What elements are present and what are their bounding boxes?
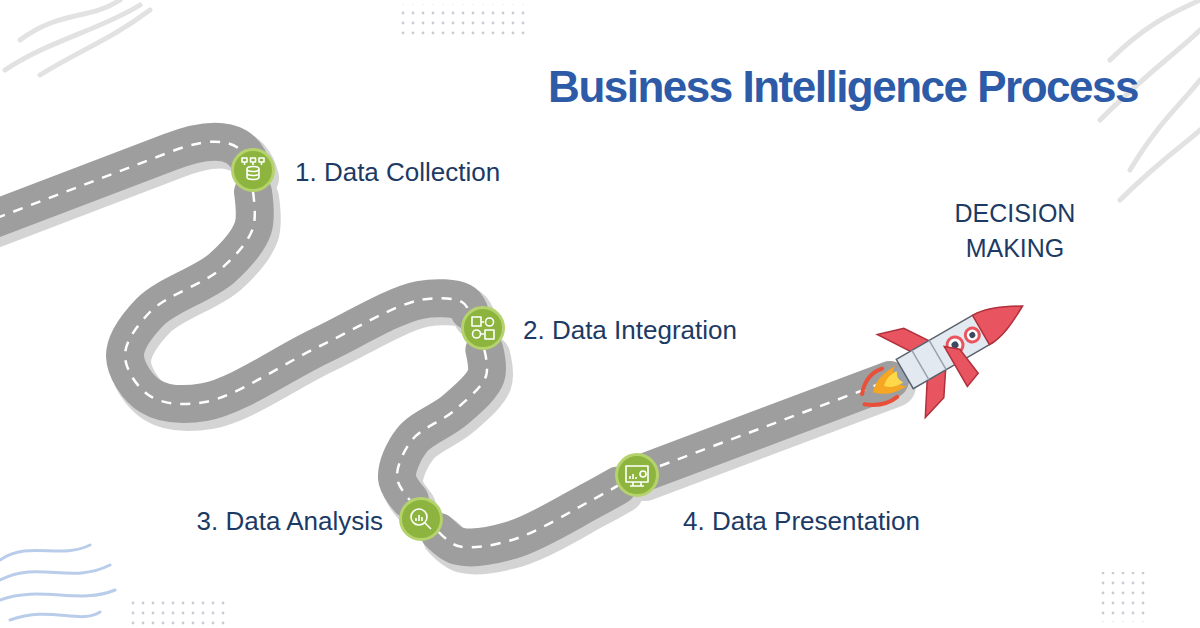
road-connector — [439, 486, 618, 548]
step-icon — [615, 453, 659, 497]
rocket-flame-lick — [853, 368, 898, 413]
icon-glyph — [472, 317, 494, 339]
step-label: 3. Data Analysis — [194, 506, 386, 537]
rocket-seam — [912, 340, 946, 379]
rocket-fin — [944, 339, 981, 387]
rocket-window-glass — [968, 331, 976, 339]
road-dash — [439, 486, 618, 548]
road-dash — [0, 142, 253, 232]
dot-grid — [400, 4, 525, 36]
road-dash — [660, 380, 890, 466]
dot-grid — [1095, 572, 1145, 622]
road-surface — [0, 142, 253, 232]
scribble-stroke — [5, 0, 150, 75]
step-circle: 2. Data Integration — [461, 306, 505, 350]
edge-layer — [125, 192, 623, 553]
step-circle: 1. Data Collection — [231, 148, 275, 192]
icon-glyph — [242, 158, 264, 180]
road-surface — [640, 380, 890, 474]
road-connector — [397, 350, 487, 500]
step-label: 1. Data Collection — [292, 157, 503, 188]
road-dash — [125, 192, 469, 404]
rocket-window — [963, 325, 982, 344]
road-connector — [125, 192, 469, 404]
road-edge-group — [397, 350, 492, 506]
road-edge-group — [439, 486, 623, 554]
step-icon — [399, 497, 443, 541]
dot-grid — [125, 596, 225, 626]
goal-label: DECISION MAKING — [935, 196, 1095, 266]
step-icon — [461, 306, 505, 350]
step-circle: 4. Data Presentation — [615, 453, 659, 497]
rocket — [837, 264, 1046, 440]
road-edge-group — [125, 192, 474, 410]
step-label: 4. Data Presentation — [680, 506, 923, 537]
icon-glyph — [626, 466, 648, 486]
scribble-stroke — [0, 545, 115, 620]
road-dash — [397, 350, 487, 500]
rocket-nose — [972, 291, 1031, 344]
step-icon — [231, 148, 275, 192]
scribble — [0, 545, 115, 620]
step-label: 2. Data Integration — [520, 315, 740, 346]
diagram-title: Business Intelligence Process — [548, 62, 1138, 112]
icon-glyph — [411, 509, 431, 529]
step-circle: 3. Data Analysis — [399, 497, 443, 541]
